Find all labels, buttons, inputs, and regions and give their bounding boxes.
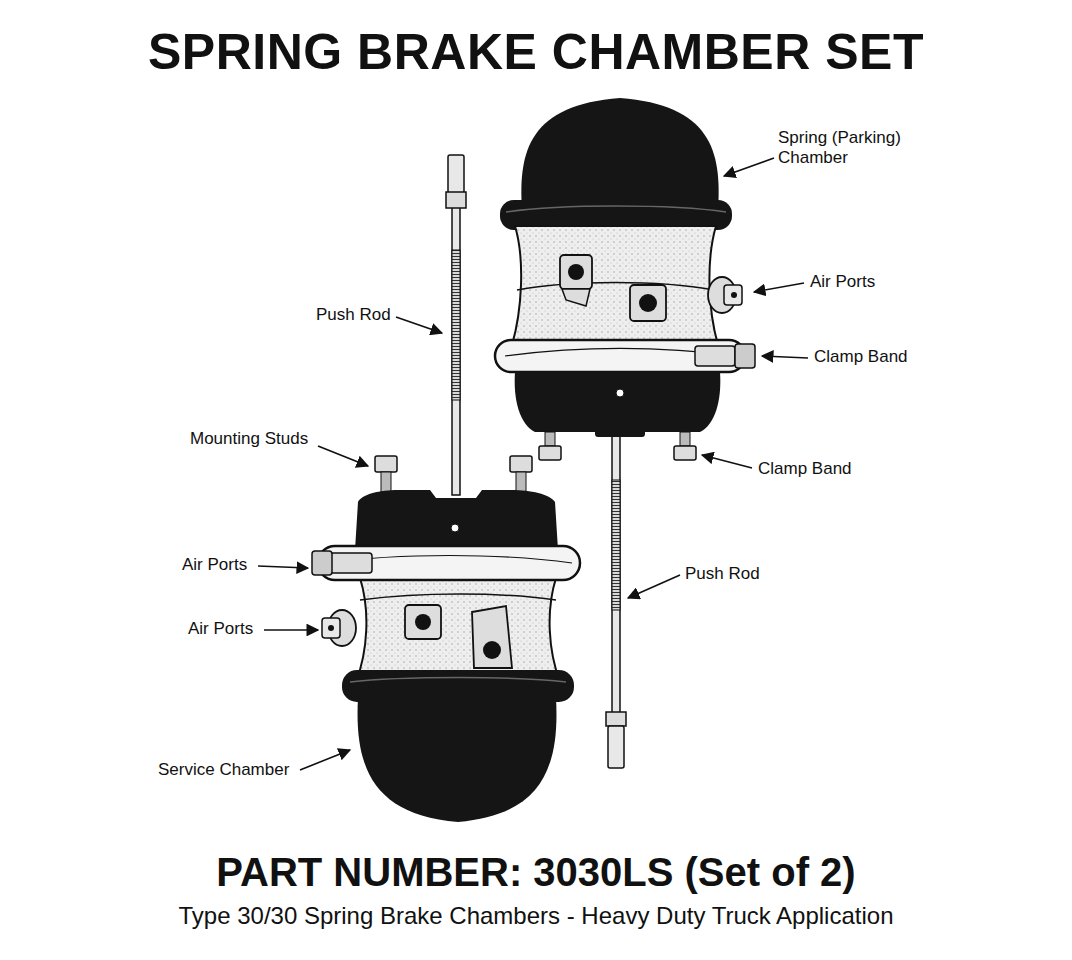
boss-tab <box>562 289 590 306</box>
leader-line <box>628 575 680 598</box>
rod-nut <box>446 192 466 208</box>
leader-line <box>300 750 350 770</box>
push-rod <box>452 190 460 495</box>
port-boss <box>560 255 592 289</box>
leader-line <box>724 158 774 176</box>
lip-highlight <box>506 206 726 212</box>
fitting-hole <box>328 625 334 631</box>
fitting-hole <box>731 292 737 298</box>
leader-line <box>754 283 804 292</box>
part-label: Push Rod <box>316 305 391 325</box>
spring-dome <box>521 98 718 210</box>
clamp-band <box>495 340 745 372</box>
part-label: Push Rod <box>685 564 760 584</box>
port-boss <box>472 606 512 668</box>
port-hole <box>639 294 657 312</box>
service-half <box>515 372 721 432</box>
port-hole <box>568 264 584 280</box>
band-nut <box>735 344 755 368</box>
rod-thread <box>452 250 460 400</box>
part-label: Mounting Studs <box>190 429 308 449</box>
part-label: Spring (Parking) Chamber <box>778 128 923 169</box>
part-label: Air Ports <box>188 619 253 639</box>
band-bolt <box>330 553 372 573</box>
leader-line <box>264 629 318 631</box>
part-number: PART NUMBER: 3030LS (Set of 2) <box>0 848 1072 896</box>
metal-body <box>512 226 718 345</box>
fitting-stub <box>724 285 742 305</box>
leader-line <box>396 317 442 333</box>
side-fitting <box>708 277 736 313</box>
part-label: Service Chamber <box>158 760 289 780</box>
stud <box>545 432 555 446</box>
rod-nut <box>606 712 626 726</box>
part-label: Clamp Band <box>814 347 908 367</box>
band-nut <box>312 551 332 575</box>
vent-hole <box>451 524 459 532</box>
side-fitting <box>328 610 356 646</box>
vent-hole <box>616 389 624 397</box>
part-label: Clamp Band <box>758 459 852 479</box>
lower-chamber <box>312 155 580 822</box>
lip-highlight <box>350 678 566 683</box>
leader-lines <box>258 158 808 770</box>
port-hole <box>483 641 501 659</box>
rod-thread <box>612 480 620 610</box>
clamp-band <box>318 546 580 580</box>
leader-line <box>318 446 368 466</box>
port-hole <box>415 614 431 630</box>
rod-tip <box>448 155 464 193</box>
title: SPRING BRAKE CHAMBER SET <box>0 22 1072 82</box>
port-boss <box>630 285 666 321</box>
subtitle: Type 30/30 Spring Brake Chambers - Heavy… <box>0 902 1072 931</box>
rod-tip <box>608 726 624 768</box>
rod-boss <box>595 425 645 437</box>
stud <box>680 432 690 446</box>
port-boss <box>405 605 441 639</box>
stud-nut <box>539 446 561 460</box>
stud-nut <box>674 446 696 460</box>
service-top <box>355 490 558 550</box>
part-label: Air Ports <box>810 272 875 292</box>
leader-line <box>762 356 808 358</box>
body-seam <box>517 283 714 291</box>
stud-nut <box>375 456 397 472</box>
push-rod <box>612 436 620 726</box>
dome-lip <box>342 670 574 702</box>
band-bolt <box>695 346 735 366</box>
stud-nut <box>510 456 532 472</box>
fitting-stub <box>322 618 340 638</box>
stud <box>516 472 526 492</box>
body-seam <box>360 594 556 600</box>
leader-line <box>258 566 308 568</box>
service-dome <box>358 698 557 822</box>
metal-body <box>356 578 560 682</box>
leader-line <box>702 455 752 468</box>
part-label: Air Ports <box>182 555 247 575</box>
stud <box>381 472 391 492</box>
